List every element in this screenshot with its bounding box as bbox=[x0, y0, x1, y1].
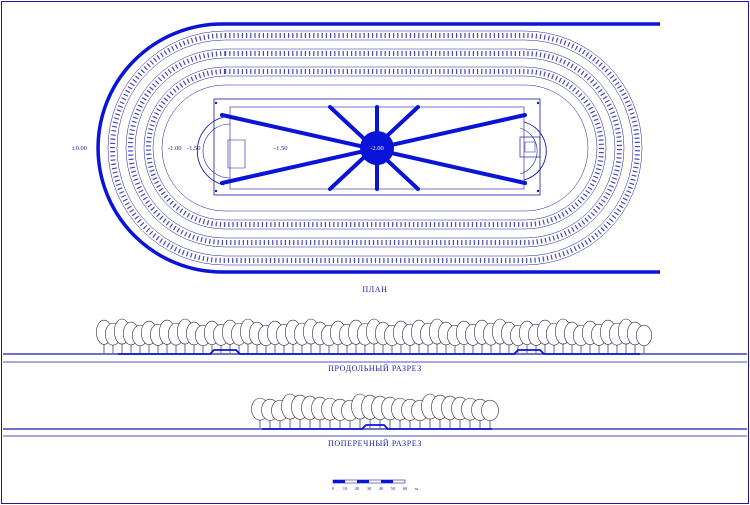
left-apse bbox=[196, 116, 225, 186]
right-pedestal-inner bbox=[524, 141, 536, 153]
left-pool bbox=[227, 139, 246, 169]
transverse-basin-profile bbox=[262, 424, 492, 430]
right-apse bbox=[523, 121, 547, 181]
level-center: -2.00 bbox=[370, 145, 384, 152]
plan-caption: ПЛАН bbox=[362, 285, 387, 294]
scale-tick-20: 20 bbox=[355, 486, 360, 491]
scale-tick-50: 50 bbox=[391, 486, 396, 491]
level-outer: ±0.00 bbox=[72, 145, 87, 152]
ring-line bbox=[143, 66, 607, 230]
longitudinal-caption: ПРОДОЛЬНЫЙ РАЗРЕЗ bbox=[328, 364, 422, 373]
ring-line bbox=[161, 84, 589, 212]
right-pedestal bbox=[519, 136, 541, 158]
tree-canopy-ring bbox=[146, 69, 604, 227]
outer-boundary-line bbox=[96, 22, 660, 274]
tree-rings bbox=[107, 30, 643, 266]
tree-canopy-ring bbox=[128, 51, 622, 245]
scale-tick-60: 60 bbox=[403, 486, 408, 491]
scale-tick-40: 40 bbox=[379, 486, 384, 491]
transverse-tree-row bbox=[251, 393, 499, 428]
scale-tick-30: 30 bbox=[367, 486, 372, 491]
longitudinal-section bbox=[3, 318, 747, 363]
longitudinal-tree-row bbox=[96, 318, 652, 353]
transverse-section bbox=[3, 393, 747, 437]
central-fountain bbox=[360, 131, 394, 165]
ring-line bbox=[125, 48, 625, 248]
post-marks bbox=[214, 101, 540, 193]
ring-line bbox=[134, 57, 616, 239]
right-apse-inner bbox=[519, 127, 538, 175]
left-apse-inner bbox=[202, 123, 231, 179]
tree-silhouette bbox=[481, 399, 499, 428]
ring-line bbox=[107, 30, 643, 266]
scale-unit: м bbox=[415, 486, 418, 491]
tree-silhouette bbox=[636, 324, 652, 353]
scale-tick-10: 10 bbox=[343, 486, 348, 491]
level-left-step: -1.00 bbox=[168, 145, 182, 152]
level-middle: -1.50 bbox=[274, 145, 288, 152]
level-left-basin: -1.50 bbox=[187, 145, 201, 152]
longitudinal-basin-profile bbox=[118, 349, 640, 355]
scale-tick-0: 0 bbox=[332, 486, 335, 491]
scale-bar: 0 10 20 30 40 50 60 м bbox=[332, 479, 418, 491]
plan-view: -2.00 ±0.00 -1.00 -1.50 -1.50 bbox=[72, 22, 660, 274]
ring-line bbox=[116, 39, 634, 257]
transverse-caption: ПОПЕРЕЧНЫЙ РАЗРЕЗ bbox=[328, 439, 422, 448]
